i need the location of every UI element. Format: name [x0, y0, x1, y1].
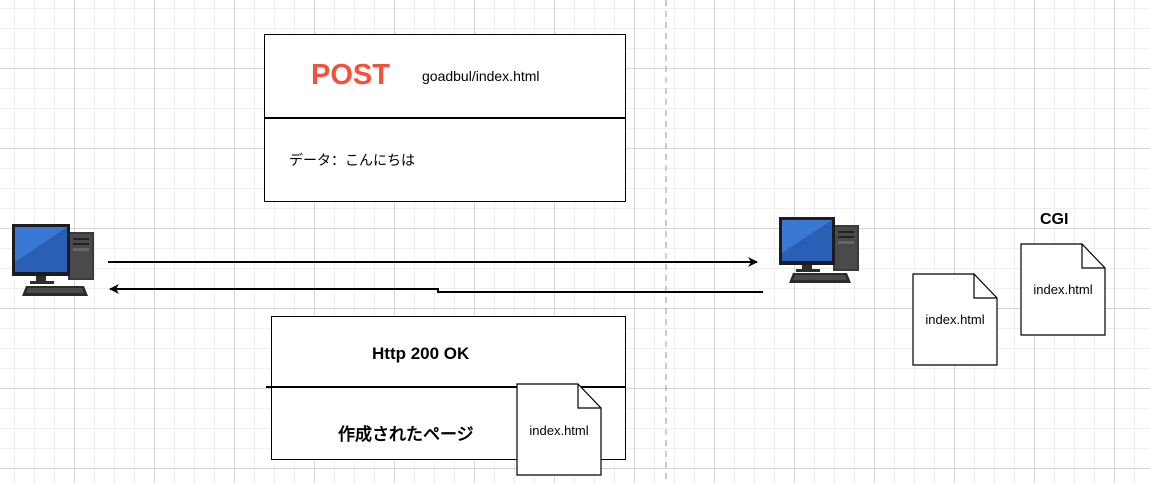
response-document-label: index.html — [529, 423, 589, 438]
request-url: goadbul/index.html — [422, 68, 540, 84]
cgi-document-label: index.html — [1033, 282, 1093, 297]
request-data: データ：こんにちは — [289, 152, 415, 168]
request-divider — [265, 117, 625, 119]
client-computer-icon — [12, 222, 98, 300]
response-arrow — [109, 284, 763, 294]
cgi-label: CGI — [1040, 211, 1069, 228]
server-document-icon: index.html — [912, 273, 998, 366]
response-body-label: 作成されたページ — [338, 425, 474, 444]
request-method: POST — [311, 59, 390, 91]
server-computer-icon — [779, 217, 861, 287]
response-status: Http 200 OK — [372, 344, 470, 363]
response-divider — [266, 386, 625, 388]
response-document-icon: index.html — [516, 383, 602, 476]
server-document-label: index.html — [925, 312, 985, 327]
request-box: POST goadbul/index.html データ：こんにちは — [264, 34, 626, 202]
cgi-document-icon: index.html — [1020, 243, 1106, 336]
